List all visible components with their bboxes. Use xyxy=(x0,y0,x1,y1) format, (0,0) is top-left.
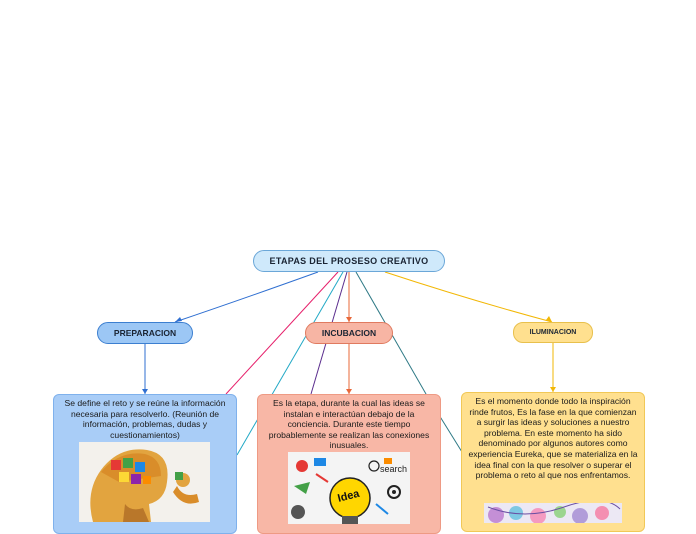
link-root-iluminacion xyxy=(384,271,553,323)
iluminacion-description-text: Es el momento donde todo la inspiración … xyxy=(468,396,638,481)
idea-lightbulb-illustration: Idea search xyxy=(288,452,410,524)
arrow-preparacion xyxy=(175,317,182,322)
topic-preparacion[interactable]: PREPARACION xyxy=(97,322,193,344)
arrow-iluminacion-card xyxy=(550,387,556,392)
idea-word: Idea xyxy=(336,488,361,505)
link-root-preparacion xyxy=(174,271,319,323)
link-root-pink xyxy=(225,271,339,395)
topic-incubacion[interactable]: INCUBACION xyxy=(305,322,393,344)
arrow-iluminacion xyxy=(546,316,552,322)
root-topic[interactable]: ETAPAS DEL PROSESO CREATIVO xyxy=(253,250,445,272)
preparacion-image xyxy=(79,442,210,522)
arrow-incubacion-card xyxy=(346,389,352,394)
arrow-preparacion-card xyxy=(142,389,148,394)
topic-iluminacion[interactable]: ILUMINACION xyxy=(513,322,593,343)
incubacion-image: Idea search xyxy=(288,452,410,524)
iluminacion-image xyxy=(484,503,622,523)
search-word: search xyxy=(380,464,407,474)
incubacion-description-text: Es la etapa, durante la cual las ideas s… xyxy=(268,398,430,451)
head-puzzle-illustration xyxy=(79,442,210,522)
arrow-incubacion xyxy=(346,317,352,322)
link-root-teal xyxy=(236,271,344,456)
preparacion-description-text: Se define el reto y se reúne la informac… xyxy=(64,398,226,440)
colorful-sketch-illustration xyxy=(484,503,622,523)
